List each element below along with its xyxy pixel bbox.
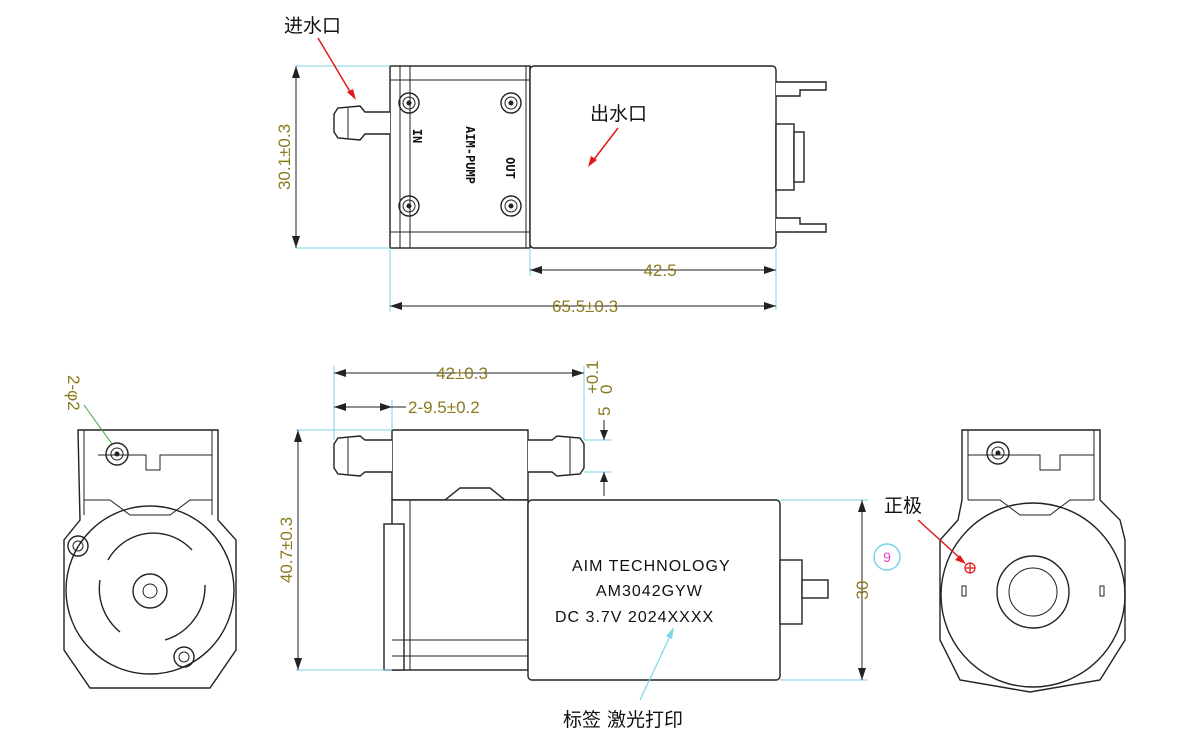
- dim-nozzle-offset: 5: [595, 407, 614, 416]
- dim-height-top: 30.1±0.3: [275, 124, 294, 190]
- screw-icon: [398, 92, 420, 114]
- screw-icon: [500, 92, 522, 114]
- inlet-label: 进水口: [284, 15, 341, 37]
- dim-motor-diameter: 30: [853, 581, 872, 600]
- dim-head-length: 42±0.3: [436, 364, 488, 383]
- dim-tol-plus: +0.1: [583, 360, 602, 394]
- screw-icon: [500, 195, 522, 217]
- nameplate-line2: AM3042GYW: [596, 583, 703, 600]
- dim-motor-length: 42.5: [643, 261, 676, 280]
- callout-number: 9: [883, 549, 891, 565]
- nameplate-line3: DC 3.7V 2024XXXX: [555, 609, 714, 626]
- dim-total-length: 65.5±0.3: [552, 297, 618, 316]
- left-end-view: 2-φ2: [63, 375, 237, 689]
- outlet-arrow: [591, 127, 619, 163]
- dim-hole-spec: 2-φ2: [64, 375, 83, 411]
- positive-arrow: [917, 519, 963, 561]
- nameplate-line1: AIM TECHNOLOGY: [572, 558, 731, 575]
- dim-height-side: 40.7±0.3: [277, 517, 296, 583]
- inlet-arrow: [317, 37, 353, 96]
- side-view: AIM TECHNOLOGY AM3042GYW DC 3.7V 2024XXX…: [277, 360, 901, 731]
- right-end-view: 正极: [884, 429, 1126, 693]
- screw-icon: [67, 535, 89, 557]
- screw-icon: [986, 441, 1010, 465]
- screw-icon: [398, 195, 420, 217]
- label-note: 标签 激光打印: [563, 709, 683, 731]
- outlet-label: 出水口: [590, 103, 647, 125]
- positive-label: 正极: [884, 495, 922, 517]
- in-mark: IN: [410, 129, 424, 143]
- dim-nozzle-spacing: 2-9.5±0.2: [408, 398, 480, 417]
- top-view: IN AIM-PUMP OUT 30.1±0.3 42.5: [275, 15, 827, 316]
- dim-tol-zero: 0: [597, 385, 616, 394]
- screw-icon: [173, 646, 195, 668]
- out-mark: OUT: [503, 157, 517, 179]
- screw-icon: [105, 442, 129, 466]
- positive-terminal-icon: [964, 562, 976, 574]
- brand-mark: AIM-PUMP: [463, 126, 477, 184]
